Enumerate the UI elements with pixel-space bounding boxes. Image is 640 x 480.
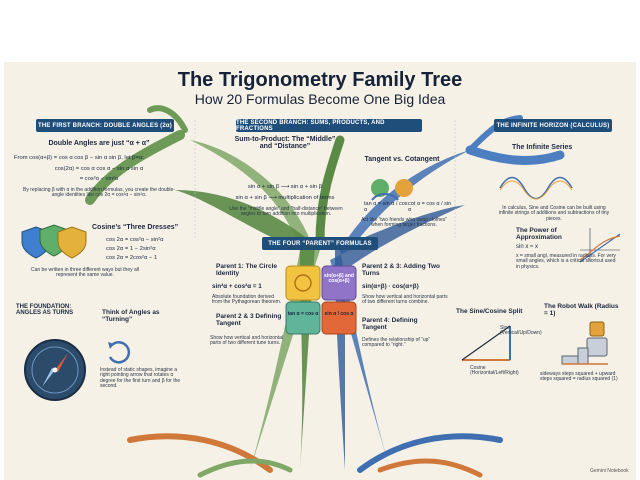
approx-note: x = small angl, measured in radians. For…: [516, 253, 616, 270]
watermark: Gemini Notebook: [590, 468, 629, 474]
puzzle-piece-br-label: sin α / cos α: [324, 311, 354, 317]
double-angles-line1: From cos(α+β) = cos α cos β − sin α sin …: [14, 155, 144, 161]
puzzle-pieces: [285, 265, 357, 335]
parent4-title: Parent 4: Defining Tangent: [362, 317, 418, 331]
page-title: The Trigonometry Family Tree: [177, 69, 463, 91]
tan-cot-heading: Tangent vs. Cotangent: [364, 156, 440, 163]
cot-equation: cot α = cos α / sin α: [408, 201, 452, 213]
double-angles-line2: cos(2α) = cos α cos α − sin α sin α: [54, 166, 144, 172]
turning-note: Instead of static shapes, imagine a righ…: [100, 367, 181, 389]
parent23-equation: sin(α+β) · cos(α+β): [362, 283, 419, 290]
three-dresses-heading: Cosine’s “Three Dresses”: [92, 224, 179, 231]
approx-heading: The Power of Approximation: [516, 227, 562, 241]
tan-equation: tan α = sin α / cos α: [364, 201, 408, 213]
puzzle-piece-bl-label: tan α = cos α: [287, 311, 319, 317]
split-sine-label: Sine (Vertical/Up/Down): [500, 325, 542, 337]
parent1-equation: sin²α + cos²α = 1: [212, 283, 262, 290]
friends-icon: [371, 179, 413, 201]
sum-product-eq1: sin α + sin β ⟶ sin α + sin β: [247, 184, 323, 190]
approx-equation: sin x ≈ x: [516, 244, 538, 250]
parent1-note: Absolute foundation derived from the Pyt…: [212, 294, 282, 306]
sum-product-heading: Sum-to-Product: The “Middle” and “Distan…: [234, 136, 336, 151]
page-subtitle: How 20 Formulas Become One Big Idea: [194, 91, 446, 107]
robot-icon: [561, 321, 608, 365]
double-angles-heading: Double Angles are just “α + α”: [48, 140, 150, 147]
three-dresses-eq2: cos 2α = 1 − 2sin²α: [106, 246, 156, 252]
parent23-title: Parent 2 & 3: Adding Two Turns: [362, 263, 441, 277]
banner-infinite-horizon: THE INFINITE HORIZON (CALCULUS): [494, 119, 612, 132]
three-dresses-note: Can be written in three different ways b…: [30, 267, 140, 279]
banner-parent-formulas: THE FOUR “PARENT” FORMULAS: [262, 237, 378, 250]
parent23b-title: Parent 2 & 3 Defining Tangent: [216, 313, 282, 327]
parent23-note: Show how vertical and horizontal parts o…: [362, 294, 448, 306]
robot-heading: The Robot Walk (Radius = 1): [544, 303, 619, 317]
rotate-arrows-icon: [108, 341, 131, 364]
robot-note: sideways steps squared + upward steps sq…: [540, 371, 618, 383]
foundation-heading: THE FOUNDATION: ANGLES AS TURNS: [16, 304, 74, 317]
double-angles-note: By replacing β with α in the addition fo…: [23, 187, 175, 199]
three-dresses-eq1: cos 2α = cos²α − sin²α: [106, 237, 164, 243]
series-note: In calculus, Sine and Cosine can be buil…: [498, 205, 610, 222]
series-heading: The Infinite Series: [512, 144, 573, 151]
parent4-note: Defines the relationship of “up” compare…: [362, 337, 431, 349]
puzzle-piece-tr-label: sin(α+β) and cos(α+β): [324, 273, 354, 285]
approximation-graph: [579, 228, 621, 263]
parent23b-note: Show how vertical and horizontal parts o…: [210, 335, 284, 347]
turning-heading: Think of Angles as “Turning”: [102, 309, 160, 323]
split-heading: The Sine/Cosine Split: [456, 308, 523, 315]
banner-second-branch: THE SECOND BRANCH: SUMS, PRODUCTS, AND F…: [236, 119, 422, 132]
shield-icons: [21, 224, 87, 259]
sum-product-note: Use the “middle angle” and “half-distanc…: [229, 206, 343, 218]
sine-cosine-triangle: [461, 325, 511, 361]
three-dresses-eq3: cos 2α = 2cos²α − 1: [106, 255, 158, 261]
split-cosine-label: Cosine (Horizontal/Left/Right): [470, 365, 519, 377]
parent1-title: Parent 1: The Circle Identity: [216, 263, 278, 277]
tan-cot-note: Act like “two friends who swap clothes” …: [361, 217, 447, 229]
sum-product-eq2: sin α + sin β ⟶ multiplication of terms: [235, 195, 335, 201]
double-angles-line3: = cos²α − sin²α: [79, 176, 119, 182]
compass-icon: [24, 339, 86, 401]
banner-first-branch: THE FIRST BRANCH: DOUBLE ANGLES (2α): [36, 119, 174, 132]
